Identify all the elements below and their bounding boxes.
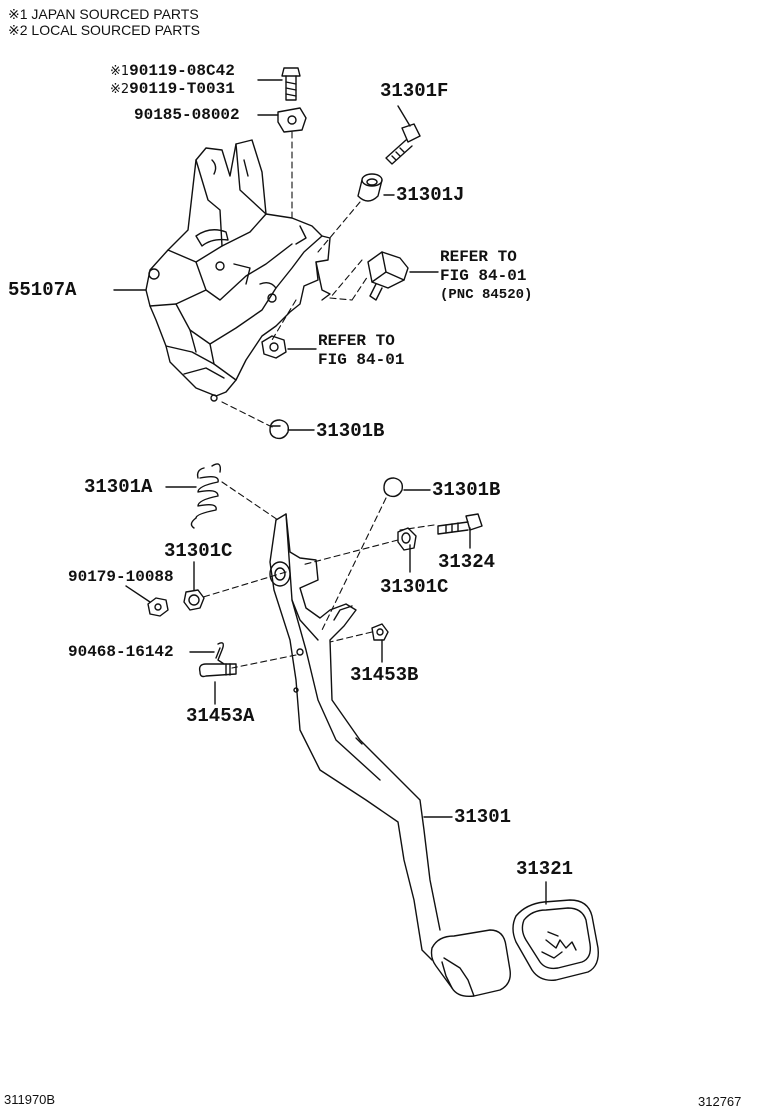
note-local-sourced: ※2 LOCAL SOURCED PARTS (8, 22, 200, 39)
note-text-2: LOCAL SOURCED PARTS (31, 22, 200, 38)
ref-switch-line2: FIG 84-01 (440, 267, 527, 285)
ref-switch-line3: (PNC 84520) (440, 287, 533, 303)
footer-right-code: 312767 (698, 1094, 742, 1109)
ref-nut-line2: FIG 84-01 (318, 351, 405, 369)
note-mark-1: ※1 (8, 6, 28, 22)
label-pedal-31301[interactable]: 31301 (454, 806, 512, 828)
label-cushion-31301b-top[interactable]: 31301B (316, 420, 385, 442)
label-nut-clip[interactable]: 90185-08002 (134, 106, 240, 124)
label-bolt-japan-number: 90119-08C42 (129, 62, 235, 80)
pin-31453a-drawing (198, 663, 237, 678)
clip-pin-90468-drawing (215, 642, 225, 665)
label-bolt-local-number: 90119-T0031 (129, 80, 235, 98)
spring-31301a-drawing (190, 463, 222, 529)
note-japan-sourced: ※1 JAPAN SOURCED PARTS (8, 6, 199, 23)
label-bolt-31324[interactable]: 31324 (438, 551, 496, 573)
pedal-pad-31321-drawing (512, 899, 599, 981)
note-text-1: JAPAN SOURCED PARTS (31, 6, 199, 22)
label-bolt-japan[interactable]: ※190119-08C42 (110, 62, 235, 80)
nut-90179-drawing (147, 597, 169, 617)
label-bolt-31301f[interactable]: 31301F (380, 80, 449, 102)
label-bolt-japan-mark: ※1 (110, 64, 130, 79)
label-bracket-55107a[interactable]: 55107A (8, 279, 77, 301)
label-pedal-pad-31321[interactable]: 31321 (516, 858, 574, 880)
cushion-31301b-top-drawing (269, 419, 290, 440)
bracket-55107a-drawing (145, 139, 331, 402)
label-bolt-local[interactable]: ※290119-T0031 (110, 80, 235, 98)
leader-lines (113, 79, 547, 905)
label-cushion-31301b-right[interactable]: 31301B (432, 479, 501, 501)
label-spring-31301a[interactable]: 31301A (84, 476, 153, 498)
label-clip-pin-90468[interactable]: 90468-16142 (68, 643, 174, 661)
ref-nut[interactable]: REFER TO FIG 84-01 (318, 332, 404, 370)
note-mark-2: ※2 (8, 22, 28, 38)
label-nut-90179[interactable]: 90179-10088 (68, 568, 174, 586)
bolt-90119-drawing (281, 67, 301, 101)
bushing-31301c-left-drawing (183, 589, 205, 611)
assembly-lines (199, 131, 435, 669)
label-bushing-31301c-left[interactable]: 31301C (164, 540, 233, 562)
footer-left-code: 311970B (4, 1092, 56, 1107)
label-pin-31453a[interactable]: 31453A (186, 705, 255, 727)
stop-lamp-switch-drawing (367, 251, 409, 301)
label-collar-31453b[interactable]: 31453B (350, 664, 419, 686)
bushing-31301j-drawing (357, 173, 383, 202)
pedal-plate-drawing (430, 929, 511, 998)
bolt-31324-drawing (437, 513, 483, 535)
ref-switch-line1: REFER TO (440, 248, 517, 266)
cushion-31301b-right-drawing (383, 477, 404, 498)
label-bushing-31301j[interactable]: 31301J (396, 184, 465, 206)
nut-ref-drawing (261, 335, 287, 359)
label-bushing-31301c-right[interactable]: 31301C (380, 576, 449, 598)
ref-nut-line1: REFER TO (318, 332, 395, 350)
label-bolt-local-mark: ※2 (110, 82, 130, 97)
bolt-31301f-drawing (385, 123, 421, 165)
bushing-31301c-right-drawing (397, 527, 417, 551)
pedal-arm-31301-drawing (269, 513, 441, 961)
nut-clip-90185-drawing (277, 107, 307, 133)
collar-31453b-drawing (371, 623, 389, 641)
ref-switch[interactable]: REFER TO FIG 84-01 (PNC 84520) (440, 248, 532, 305)
